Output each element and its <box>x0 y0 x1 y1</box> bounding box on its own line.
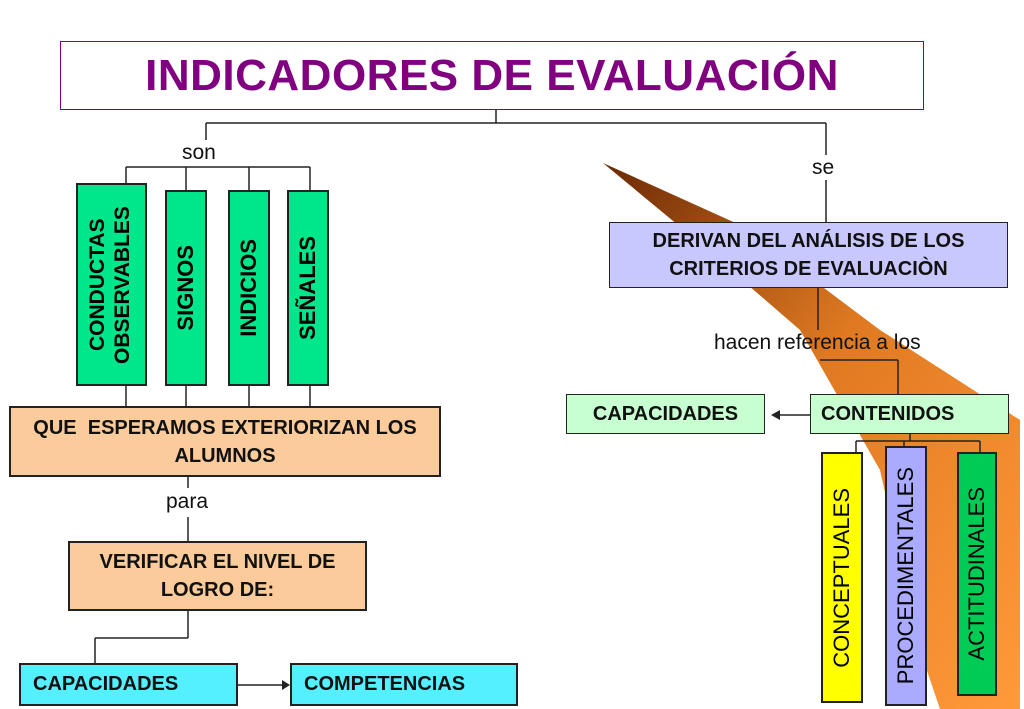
box-signos: SIGNOS <box>165 190 207 386</box>
conceptuales-text: CONCEPTUALES <box>829 487 854 668</box>
indicios-text: INDICIOS <box>236 239 261 337</box>
capacidades-right-text: CAPACIDADES <box>592 402 739 425</box>
label-se: se <box>812 156 835 179</box>
procedimentales-text: PROCEDIMENTALES <box>893 467 918 685</box>
box-competencias: COMPETENCIAS <box>290 663 518 706</box>
box-derivan: DERIVAN DEL ANÁLISIS DE LOS CRITERIOS DE… <box>609 222 1008 288</box>
box-indicios: INDICIOS <box>228 190 270 386</box>
box-contenidos: CONTENIDOS <box>810 394 1009 434</box>
conductas-observables-text: CONDUCTAS OBSERVABLES <box>85 205 134 364</box>
verificar-text: VERIFICAR EL NIVEL DE LOGRO DE: <box>99 551 336 601</box>
box-verificar: VERIFICAR EL NIVEL DE LOGRO DE: <box>68 541 367 611</box>
box-actitudinales: ACTITUDINALES <box>957 452 997 696</box>
title-box: INDICADORES DE EVALUACIÓN <box>60 41 924 110</box>
label-hacen-referencia: hacen referencia a los <box>714 331 921 354</box>
derivan-text: DERIVAN DEL ANÁLISIS DE LOS CRITERIOS DE… <box>652 230 965 280</box>
senales-text: SEÑALES <box>295 236 320 340</box>
label-son: son <box>182 141 216 164</box>
box-capacidades-right: CAPACIDADES <box>566 394 765 434</box>
box-conceptuales: CONCEPTUALES <box>821 452 863 703</box>
contenidos-text: CONTENIDOS <box>821 402 955 425</box>
signos-text: SIGNOS <box>173 245 198 331</box>
box-procedimentales: PROCEDIMENTALES <box>885 446 927 706</box>
capacidades-left-text: CAPACIDADES <box>33 673 179 695</box>
box-conductas-observables: CONDUCTAS OBSERVABLES <box>76 183 147 386</box>
page-title: INDICADORES DE EVALUACIÓN <box>145 50 839 100</box>
label-para: para <box>166 490 209 513</box>
actitudinales-text: ACTITUDINALES <box>964 487 989 661</box>
box-exteriorizan: QUE ESPERAMOS EXTERIORIZAN LOS ALUMNOS <box>9 406 441 477</box>
competencias-text: COMPETENCIAS <box>304 673 466 695</box>
box-senales: SEÑALES <box>287 190 329 386</box>
exteriorizan-text: QUE ESPERAMOS EXTERIORIZAN LOS ALUMNOS <box>33 416 422 467</box>
box-capacidades-left: CAPACIDADES <box>19 663 238 706</box>
